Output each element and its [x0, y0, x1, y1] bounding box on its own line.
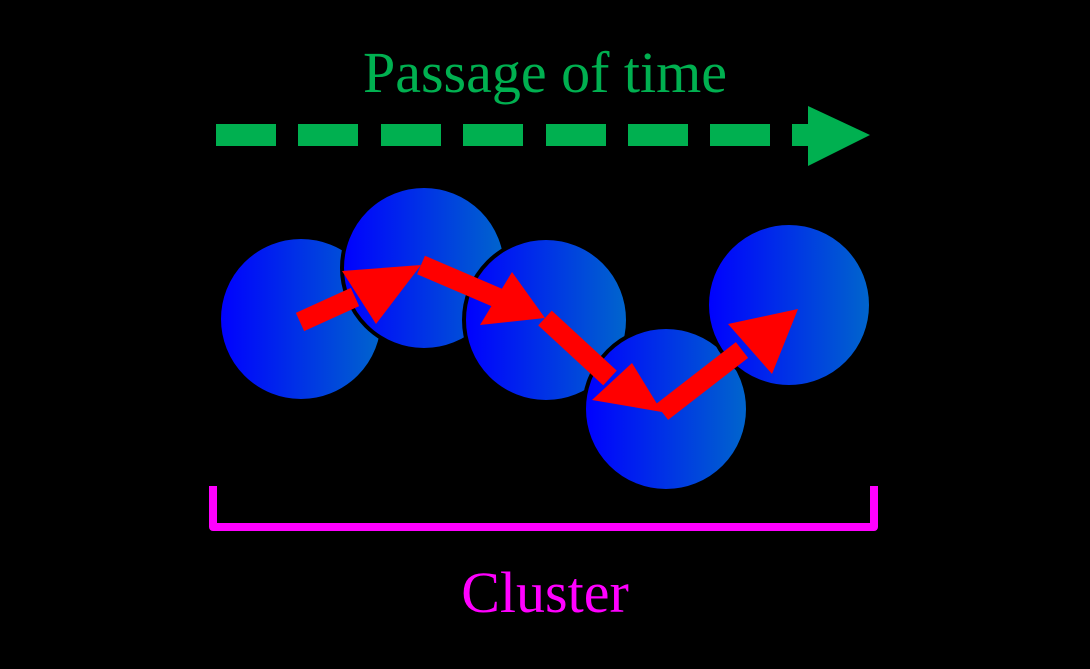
time-arrow-dash	[792, 124, 810, 146]
path-arrowhead-1	[342, 265, 421, 324]
time-arrow-icon	[216, 106, 870, 166]
zigzag-arrow-icon	[295, 255, 798, 420]
cluster-bracket-icon	[209, 486, 878, 531]
path-arrowhead-2	[480, 272, 545, 325]
path-arrowhead-3	[592, 363, 662, 412]
path-segment-4	[655, 342, 749, 420]
time-arrow-head	[808, 106, 870, 166]
time-arrow-dash	[216, 124, 276, 146]
path-arrowhead-4	[728, 309, 798, 374]
path-segment-2	[417, 255, 502, 308]
time-arrow-dash	[546, 124, 606, 146]
cluster-label: Cluster	[461, 560, 629, 625]
time-arrow-dash	[710, 124, 770, 146]
path-segment-3	[538, 310, 617, 386]
time-arrow-dash	[463, 124, 523, 146]
time-arrow-dash	[628, 124, 688, 146]
time-arrow-dash	[298, 124, 358, 146]
path-segment-1	[295, 287, 360, 332]
time-arrow-dash	[381, 124, 441, 146]
time-label: Passage of time	[362, 40, 728, 105]
